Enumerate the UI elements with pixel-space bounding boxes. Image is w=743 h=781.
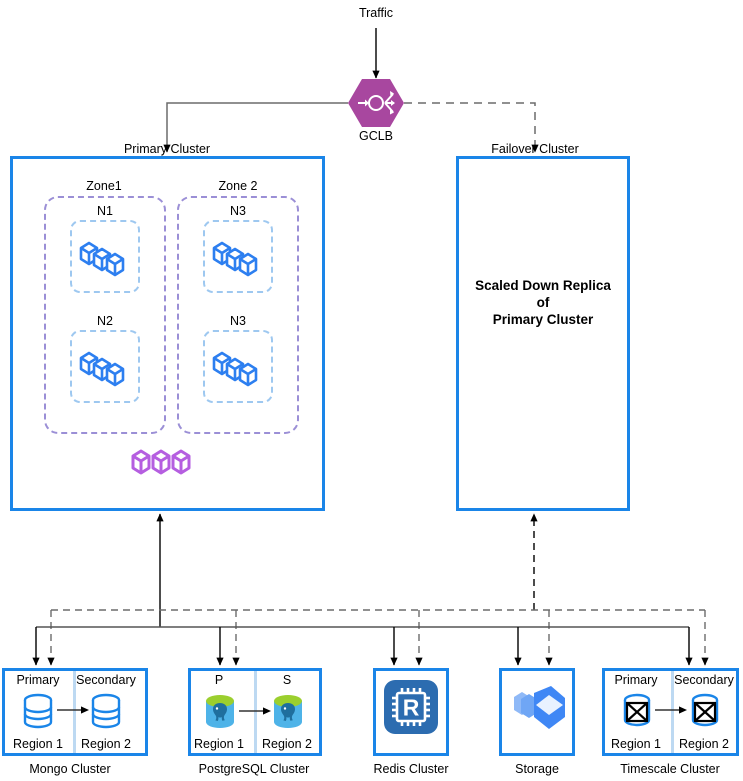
traffic-label: Traffic: [358, 6, 394, 20]
gclb-hexagon: [348, 79, 404, 127]
postgresql-left-region: Region 1: [193, 737, 245, 751]
postgresql-left-role: P: [214, 673, 224, 687]
gclb-label: GCLB: [358, 129, 394, 143]
timescale-left-region: Region 1: [610, 737, 662, 751]
timescale-db-icon: [623, 693, 651, 727]
storage-caption: Storage: [515, 762, 559, 776]
node-box-n3-a: [203, 220, 273, 293]
storage-cube-icon: [514, 686, 565, 729]
mongo-left-role: Primary: [16, 673, 60, 687]
timescale-right-region: Region 2: [678, 737, 730, 751]
mongo-db-icon: [91, 693, 121, 729]
node-label-n1: N1: [97, 204, 113, 218]
svg-text:R: R: [403, 695, 420, 721]
failover-cluster-label: Failover Cluster: [491, 142, 579, 156]
mongo-db-icon: [23, 693, 53, 729]
timescale-cluster-caption: Timescale Cluster: [620, 762, 720, 776]
redis-cluster-caption: Redis Cluster: [373, 762, 449, 776]
timescale-right-role: Secondary: [674, 673, 734, 687]
mongo-replication-arrow: [57, 706, 89, 714]
mongo-right-region: Region 2: [80, 737, 132, 751]
load-balancer-icon: [358, 91, 395, 115]
redis-chip-icon: R: [384, 680, 438, 734]
timescale-left-role: Primary: [614, 673, 658, 687]
zone-label-2: Zone 2: [218, 179, 258, 193]
zone-label-1: Zone1: [86, 179, 122, 193]
postgresql-elephant-icon: [206, 695, 234, 728]
replica-line-3: Primary Cluster: [492, 312, 594, 327]
timescale-divider: [671, 671, 674, 753]
node-label-n2: N2: [97, 314, 113, 328]
node-label-n3-a: N3: [230, 204, 246, 218]
node-cubes-icon: [212, 241, 258, 277]
node-cubes-icon: [79, 241, 125, 277]
zone-box-2: [177, 196, 299, 434]
postgresql-replication-arrow: [239, 707, 271, 715]
primary-cluster-box: [10, 156, 325, 511]
node-box-n1: [70, 220, 140, 293]
replica-line-1: Scaled Down Replica: [475, 278, 611, 293]
postgresql-cluster-caption: PostgreSQL Cluster: [198, 762, 310, 776]
mongo-cluster-caption: Mongo Cluster: [29, 762, 111, 776]
pod-hexagons-icon: [128, 445, 204, 486]
postgresql-divider: [254, 671, 257, 753]
node-box-n2: [70, 330, 140, 403]
postgresql-right-region: Region 2: [261, 737, 313, 751]
failover-cluster-box: Scaled Down Replica of Primary Cluster: [456, 156, 630, 511]
timescale-replication-arrow: [655, 706, 687, 714]
node-label-n3-b: N3: [230, 314, 246, 328]
node-cubes-icon: [212, 351, 258, 387]
node-cubes-icon: [79, 351, 125, 387]
postgresql-right-role: S: [282, 673, 292, 687]
zone-box-1: [44, 196, 166, 434]
replica-line-2: of: [536, 295, 550, 310]
postgresql-elephant-icon: [274, 695, 302, 728]
mongo-right-role: Secondary: [76, 673, 136, 687]
timescale-db-icon: [691, 693, 719, 727]
mongo-divider: [73, 671, 76, 753]
mongo-left-region: Region 1: [12, 737, 64, 751]
node-box-n3-b: [203, 330, 273, 403]
primary-cluster-label: Primary Cluster: [123, 142, 211, 156]
